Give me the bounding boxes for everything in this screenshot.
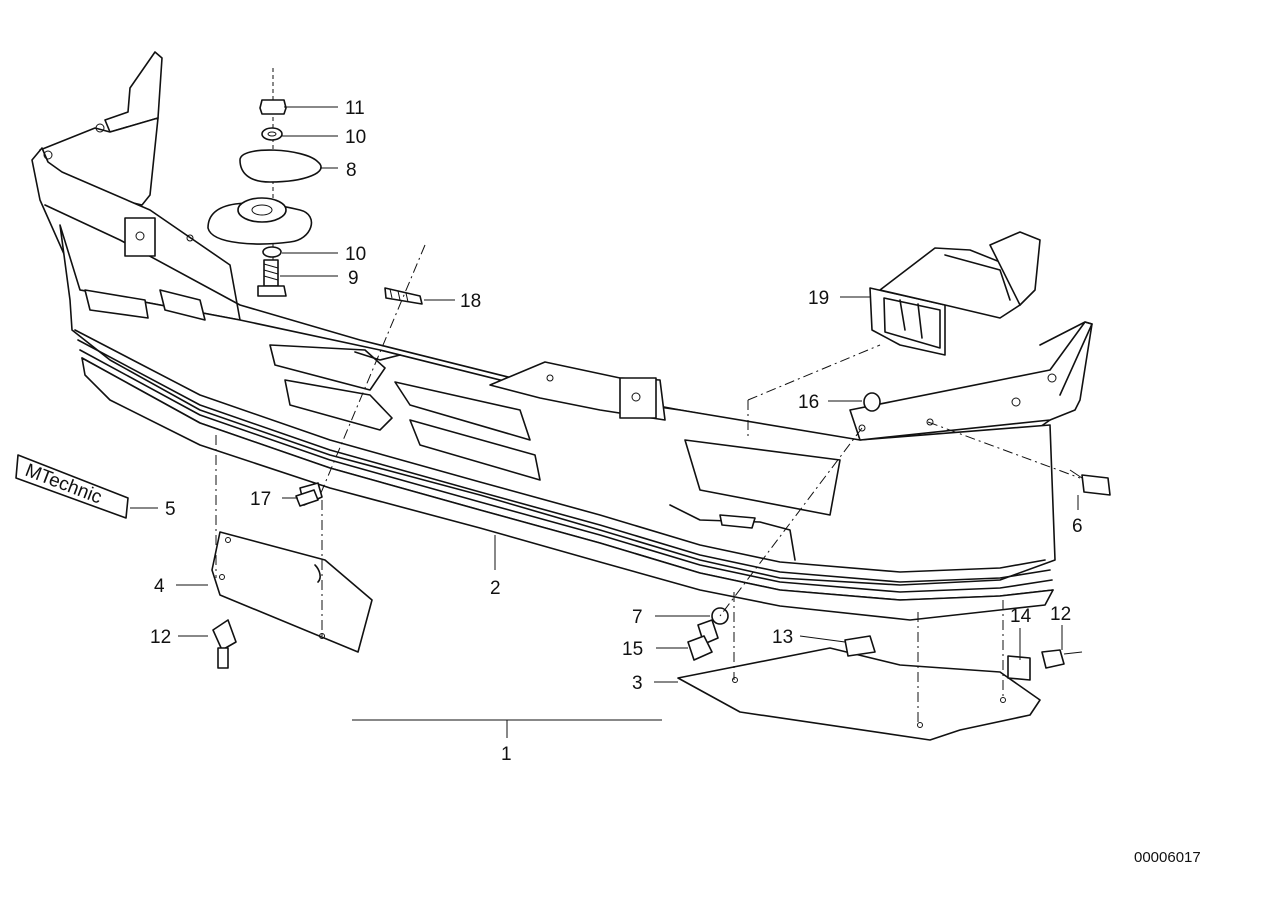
callout-9: 9 bbox=[348, 268, 359, 289]
callout-16: 16 bbox=[798, 392, 819, 413]
clip-6 bbox=[927, 421, 1111, 496]
spoiler-plate-left bbox=[211, 531, 373, 653]
clip-12-right bbox=[1041, 649, 1083, 669]
callout-13: 13 bbox=[772, 627, 793, 648]
bolt-15 bbox=[687, 427, 863, 661]
bracket-13 bbox=[844, 635, 876, 657]
callout-3: 3 bbox=[632, 673, 643, 694]
bracket-14 bbox=[1007, 655, 1031, 681]
callout-19: 19 bbox=[808, 288, 829, 309]
callout-4: 4 bbox=[154, 576, 165, 597]
m-technic-badge: MTechnic bbox=[15, 454, 129, 519]
nut-16 bbox=[747, 344, 881, 440]
callout-12-left: 12 bbox=[150, 627, 171, 648]
bumper-cover bbox=[31, 51, 1093, 621]
callout-15: 15 bbox=[622, 639, 643, 660]
callout-10-top: 10 bbox=[345, 127, 366, 148]
callout-18: 18 bbox=[460, 291, 481, 312]
callout-12-right: 12 bbox=[1050, 604, 1071, 625]
callout-7: 7 bbox=[632, 607, 643, 628]
clip-part bbox=[317, 244, 426, 501]
spoiler-plate-right bbox=[677, 647, 1041, 741]
badge-text: MTechnic bbox=[22, 460, 104, 508]
document-id: 00006017 bbox=[1134, 849, 1201, 866]
callout-labels: 11 10 8 10 9 18 19 16 17 5 6 4 2 12 7 15… bbox=[150, 98, 1201, 866]
clip-12-left bbox=[212, 619, 237, 669]
screw-17 bbox=[295, 482, 323, 507]
callout-14: 14 bbox=[1010, 606, 1032, 627]
callout-11: 11 bbox=[345, 98, 365, 119]
callout-5: 5 bbox=[165, 499, 176, 520]
leader-lines bbox=[130, 106, 1079, 738]
air-duct bbox=[869, 231, 1041, 356]
assembly-guides bbox=[215, 435, 1004, 725]
callout-8: 8 bbox=[346, 160, 357, 181]
callout-10-bottom: 10 bbox=[345, 244, 366, 265]
mount-hardware-stack bbox=[207, 68, 322, 297]
callout-1: 1 bbox=[501, 744, 512, 765]
callout-2: 2 bbox=[490, 578, 501, 599]
callout-17: 17 bbox=[250, 489, 271, 510]
callout-6: 6 bbox=[1072, 516, 1083, 537]
